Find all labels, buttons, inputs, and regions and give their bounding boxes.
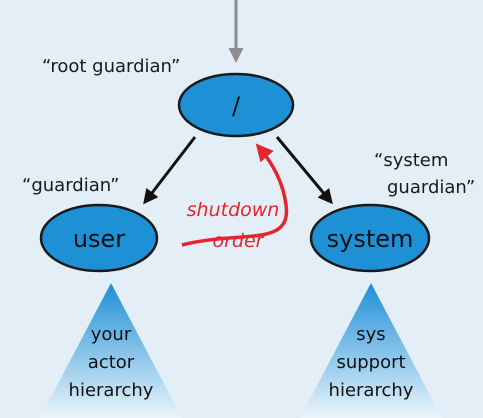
root-guardian-caption: “root guardian” [42,56,180,77]
system-hierarchy-triangle [300,283,442,418]
system-hierarchy-label-line1: sys [356,324,385,345]
user-hierarchy-label-line3: hierarchy [69,380,154,401]
root-to-user-arrow [143,136,197,205]
shutdown-label-line1: shutdown [187,199,280,221]
system-hierarchy-label-line3: hierarchy [329,380,414,401]
root-guardian-node [177,72,295,138]
user-hierarchy-triangle [40,283,182,418]
system-node-label: system [327,225,414,253]
root-to-system-arrow [275,136,333,205]
user-hierarchy-label-line2: actor [88,352,135,373]
system-guardian-caption-line2: guardian” [387,177,475,198]
user-node-label: user [73,225,125,253]
root-node-label: / [232,92,241,120]
system-guardian-caption-line1: “system [374,150,448,171]
guardian-caption: “guardian” [22,175,119,196]
user-guardian-node [39,203,159,273]
shutdown-label-line2: order [213,230,265,252]
user-hierarchy-label-line1: your [91,324,132,345]
shutdown-order-arrow [181,143,289,247]
system-guardian-node [309,203,431,273]
system-hierarchy-label-line2: support [336,352,405,373]
